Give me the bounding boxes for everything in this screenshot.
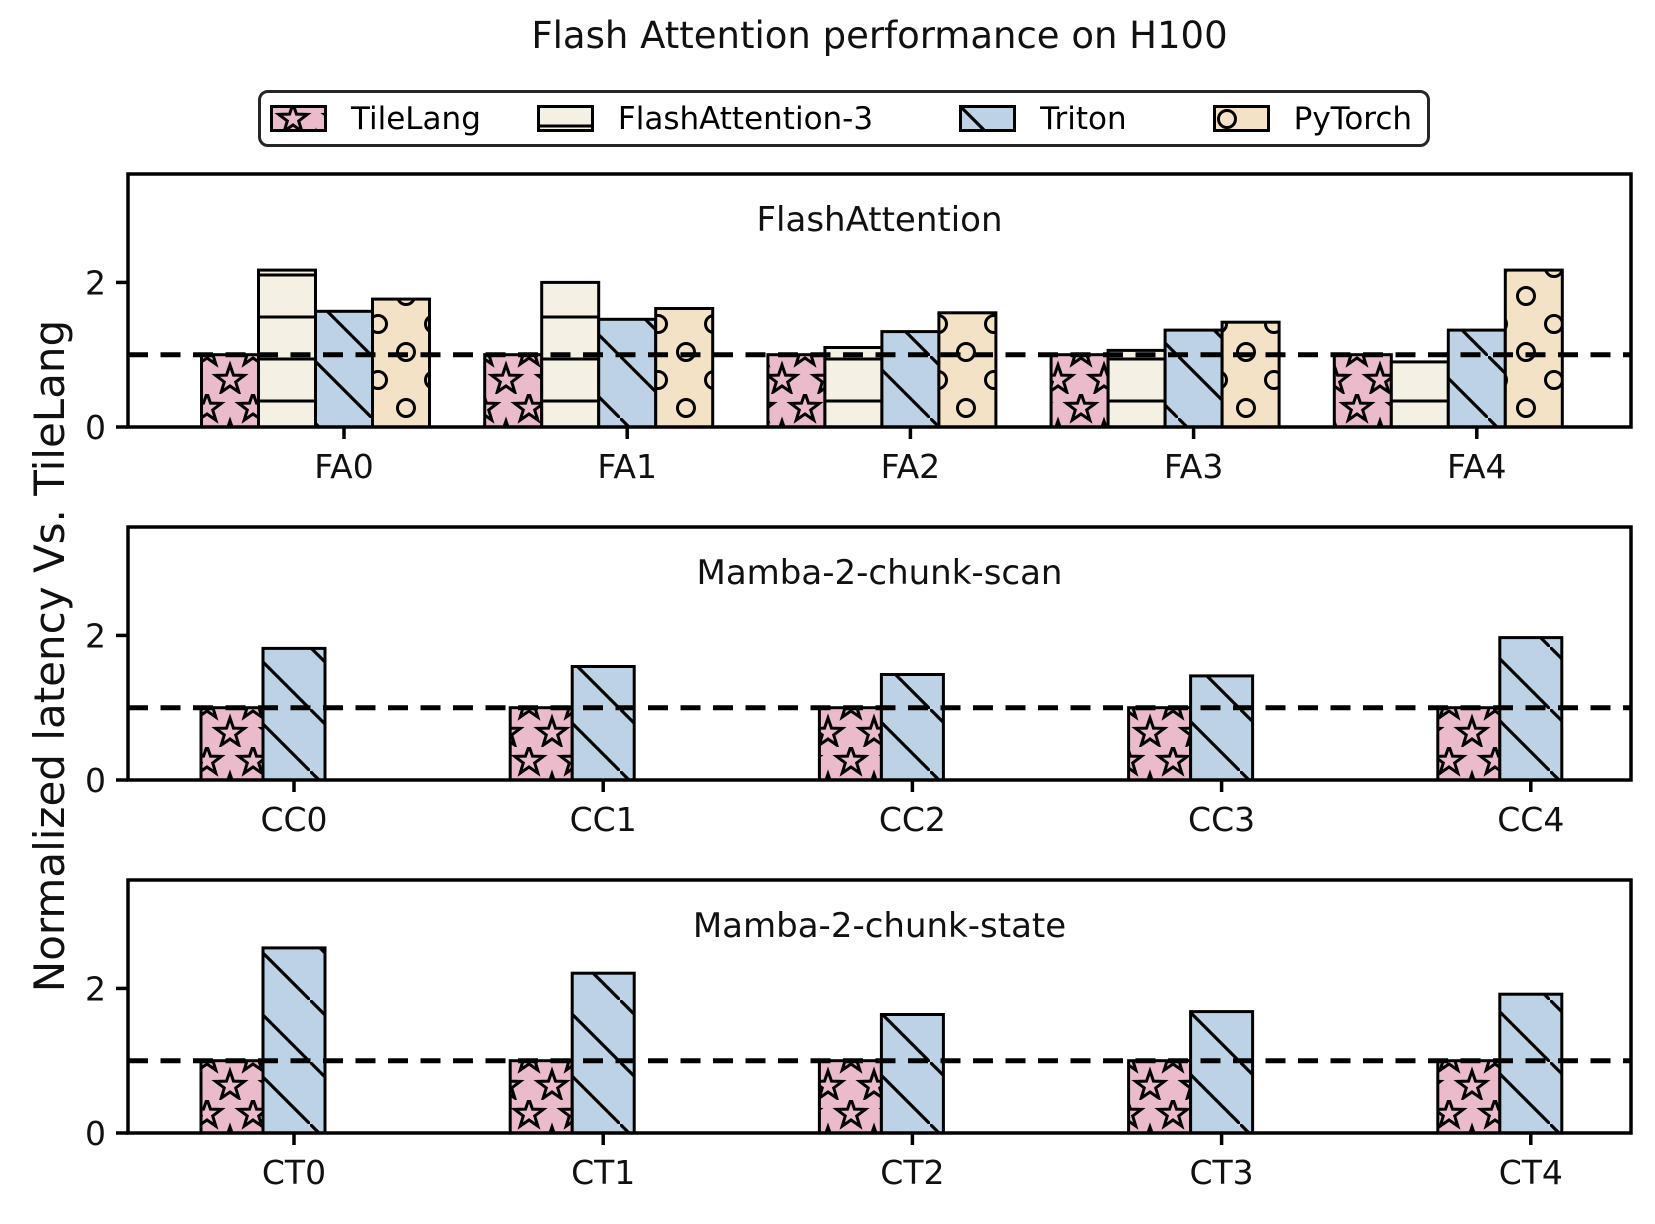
bar-FlashAttention-3-FA2 — [823, 346, 884, 429]
bar-PyTorch-FA4 — [1503, 268, 1564, 429]
bar-TileLang-CT4 — [1436, 1059, 1502, 1135]
y-tick-label: 0 — [85, 1114, 106, 1153]
bar-PyTorch-FA1 — [654, 307, 715, 429]
bar-TileLang-CC3 — [1127, 706, 1193, 782]
legend-swatch-triton-icon — [959, 105, 1017, 132]
bar-Triton-CC3 — [1189, 674, 1255, 782]
bar-TileLang-CT0 — [199, 1059, 265, 1135]
legend-label: TileLang — [351, 100, 481, 137]
bar-Triton-CT3 — [1189, 1010, 1255, 1135]
x-tick-label: FA4 — [1447, 447, 1507, 486]
bar-PyTorch-FA3 — [1220, 320, 1281, 429]
chart-title: Flash Attention performance on H100 — [531, 14, 1228, 57]
x-tick-label: FA0 — [314, 447, 374, 486]
legend-entry-tilelang: TileLang — [270, 101, 481, 137]
bar-TileLang-CT1 — [508, 1059, 574, 1135]
bar-TileLang-CC2 — [817, 706, 883, 782]
legend-label: Triton — [1040, 100, 1127, 137]
y-tick-label: 2 — [85, 263, 106, 302]
x-tick-label: CC2 — [879, 800, 946, 839]
bar-Triton-CC2 — [879, 673, 945, 782]
axes-box — [126, 878, 1633, 1135]
axes-box — [126, 525, 1633, 782]
bar-PyTorch-FA0 — [371, 297, 431, 429]
legend-swatch-flashattention3-icon — [536, 105, 594, 132]
legend-swatch-tilelang-icon — [270, 105, 327, 132]
bar-Triton-CT1 — [570, 971, 636, 1135]
bar-Triton-FA1 — [597, 317, 658, 429]
subplot-title: Mamba-2-chunk-state — [693, 906, 1066, 946]
bar-TileLang-CC0 — [199, 706, 265, 782]
legend-label: PyTorch — [1293, 100, 1413, 137]
legend-entry-flashattention-3: FlashAttention-3 — [536, 100, 874, 137]
subplot-title: FlashAttention — [756, 200, 1002, 240]
x-tick-label: CC3 — [1188, 800, 1255, 839]
bar-Triton-FA4 — [1446, 328, 1507, 429]
x-tick-label: FA1 — [597, 447, 657, 486]
x-tick-label: CT3 — [1189, 1153, 1253, 1192]
legend-swatch-pytorch-icon — [1212, 105, 1270, 132]
x-tick-label: CT2 — [880, 1153, 944, 1192]
bar-TileLang-FA2 — [766, 353, 827, 429]
legend-label: FlashAttention-3 — [617, 100, 874, 137]
legend-entry-triton: Triton — [959, 101, 1127, 137]
bar-Triton-FA0 — [314, 309, 374, 429]
bar-Triton-CT0 — [261, 946, 327, 1135]
x-tick-label: CC4 — [1497, 800, 1564, 839]
legend: TileLang FlashAttention-3 Triton PyTorch — [258, 90, 1430, 147]
bar-TileLang-FA3 — [1049, 353, 1110, 429]
bar-TileLang-CT3 — [1127, 1059, 1193, 1135]
x-tick-label: FA3 — [1164, 447, 1224, 486]
y-tick-label: 0 — [85, 408, 106, 447]
x-tick-label: CT0 — [262, 1153, 326, 1192]
legend-entry-pytorch: PyTorch — [1212, 100, 1413, 137]
x-tick-label: CC1 — [570, 800, 637, 839]
bar-Triton-CC0 — [261, 646, 327, 782]
y-tick-label: 2 — [85, 616, 106, 655]
bar-Triton-CT4 — [1498, 992, 1564, 1135]
x-tick-label: CT1 — [571, 1153, 635, 1192]
bar-Triton-FA3 — [1163, 328, 1224, 429]
axes-box — [126, 172, 1633, 429]
x-tick-label: FA2 — [881, 447, 941, 486]
bar-FlashAttention-3-FA4 — [1389, 360, 1450, 429]
bar-TileLang-FA0 — [200, 353, 260, 429]
bar-FlashAttention-3-FA0 — [257, 268, 317, 429]
subplot-title: Mamba-2-chunk-scan — [697, 553, 1063, 593]
y-tick-label: 2 — [85, 969, 106, 1008]
bar-TileLang-CT2 — [817, 1059, 883, 1135]
bar-FlashAttention-3-FA3 — [1106, 348, 1167, 429]
bar-TileLang-CC4 — [1436, 706, 1502, 782]
bar-Triton-FA2 — [880, 330, 941, 429]
y-tick-label: 0 — [85, 761, 106, 800]
bar-TileLang-FA4 — [1332, 353, 1393, 429]
bar-Triton-CT2 — [879, 1013, 945, 1135]
x-tick-label: CC0 — [260, 800, 327, 839]
bar-TileLang-FA1 — [483, 353, 544, 429]
bar-TileLang-CC1 — [508, 706, 574, 782]
bar-Triton-CC1 — [570, 665, 636, 782]
bar-PyTorch-FA2 — [937, 311, 998, 429]
x-tick-label: CT4 — [1499, 1153, 1563, 1192]
